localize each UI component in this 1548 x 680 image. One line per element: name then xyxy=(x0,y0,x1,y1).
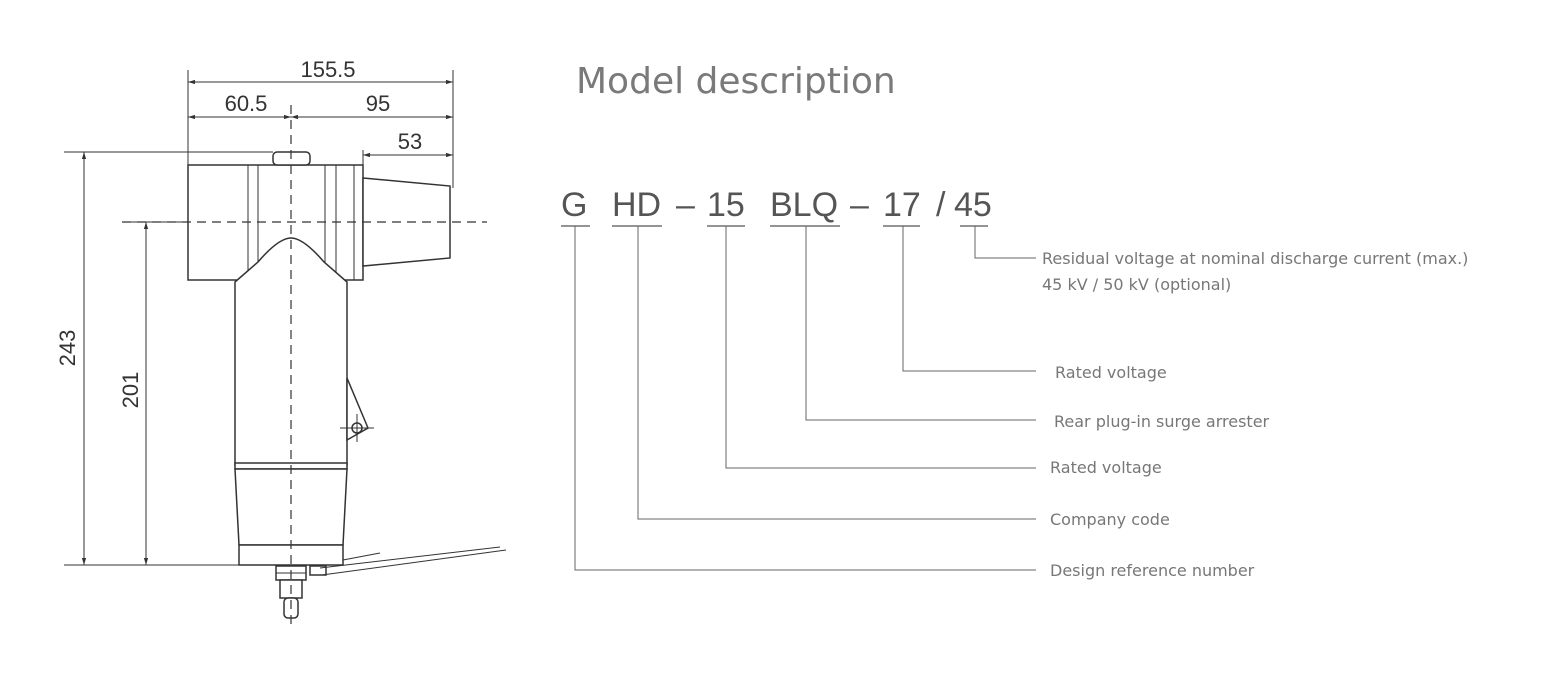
desc-residual-voltage-options: 45 kV / 50 kV (optional) xyxy=(1042,275,1231,294)
desc-rated-voltage-2: Rated voltage xyxy=(1055,363,1167,382)
code-segment-arrester-type: BLQ xyxy=(770,186,838,224)
code-separator-2: – xyxy=(850,186,869,224)
leader-rated-voltage xyxy=(725,226,1036,469)
technical-drawing: 155.5 60.5 95 53 243 201 xyxy=(55,57,507,625)
leader-residual-voltage xyxy=(974,226,1036,259)
dim-overall-width: 155.5 xyxy=(300,57,355,82)
leader-design xyxy=(574,226,1036,571)
desc-company-code: Company code xyxy=(1050,510,1170,529)
dim-right-cone: 53 xyxy=(398,129,422,154)
dim-axis-height: 201 xyxy=(118,372,143,409)
rear-cone xyxy=(362,177,451,267)
leader-rated-voltage-2 xyxy=(902,226,1036,372)
page-title: Model description xyxy=(576,61,896,102)
code-separator-1: – xyxy=(676,186,695,224)
code-segment-rated-voltage-2: 17 xyxy=(883,186,921,224)
code-segment-rated-voltage: 15 xyxy=(707,186,745,224)
desc-design-reference: Design reference number xyxy=(1050,561,1255,580)
dim-axis-to-right: 95 xyxy=(366,91,390,116)
desc-arrester-type: Rear plug-in surge arrester xyxy=(1054,412,1270,431)
code-segment-residual-voltage: 45 xyxy=(954,186,992,224)
code-segment-design: G xyxy=(561,186,587,224)
leader-company xyxy=(637,226,1036,520)
model-code: G HD – 15 BLQ – 17 / 45 Residual voltage… xyxy=(561,186,1468,580)
desc-rated-voltage: Rated voltage xyxy=(1050,458,1162,477)
code-segment-company: HD xyxy=(612,186,661,224)
dim-left-to-axis: 60.5 xyxy=(225,91,268,116)
code-separator-3: / xyxy=(936,186,946,224)
vertical-body xyxy=(234,237,507,619)
desc-residual-voltage: Residual voltage at nominal discharge cu… xyxy=(1042,249,1468,268)
dim-overall-height: 243 xyxy=(55,330,80,367)
leader-arrester-type xyxy=(805,226,1036,421)
